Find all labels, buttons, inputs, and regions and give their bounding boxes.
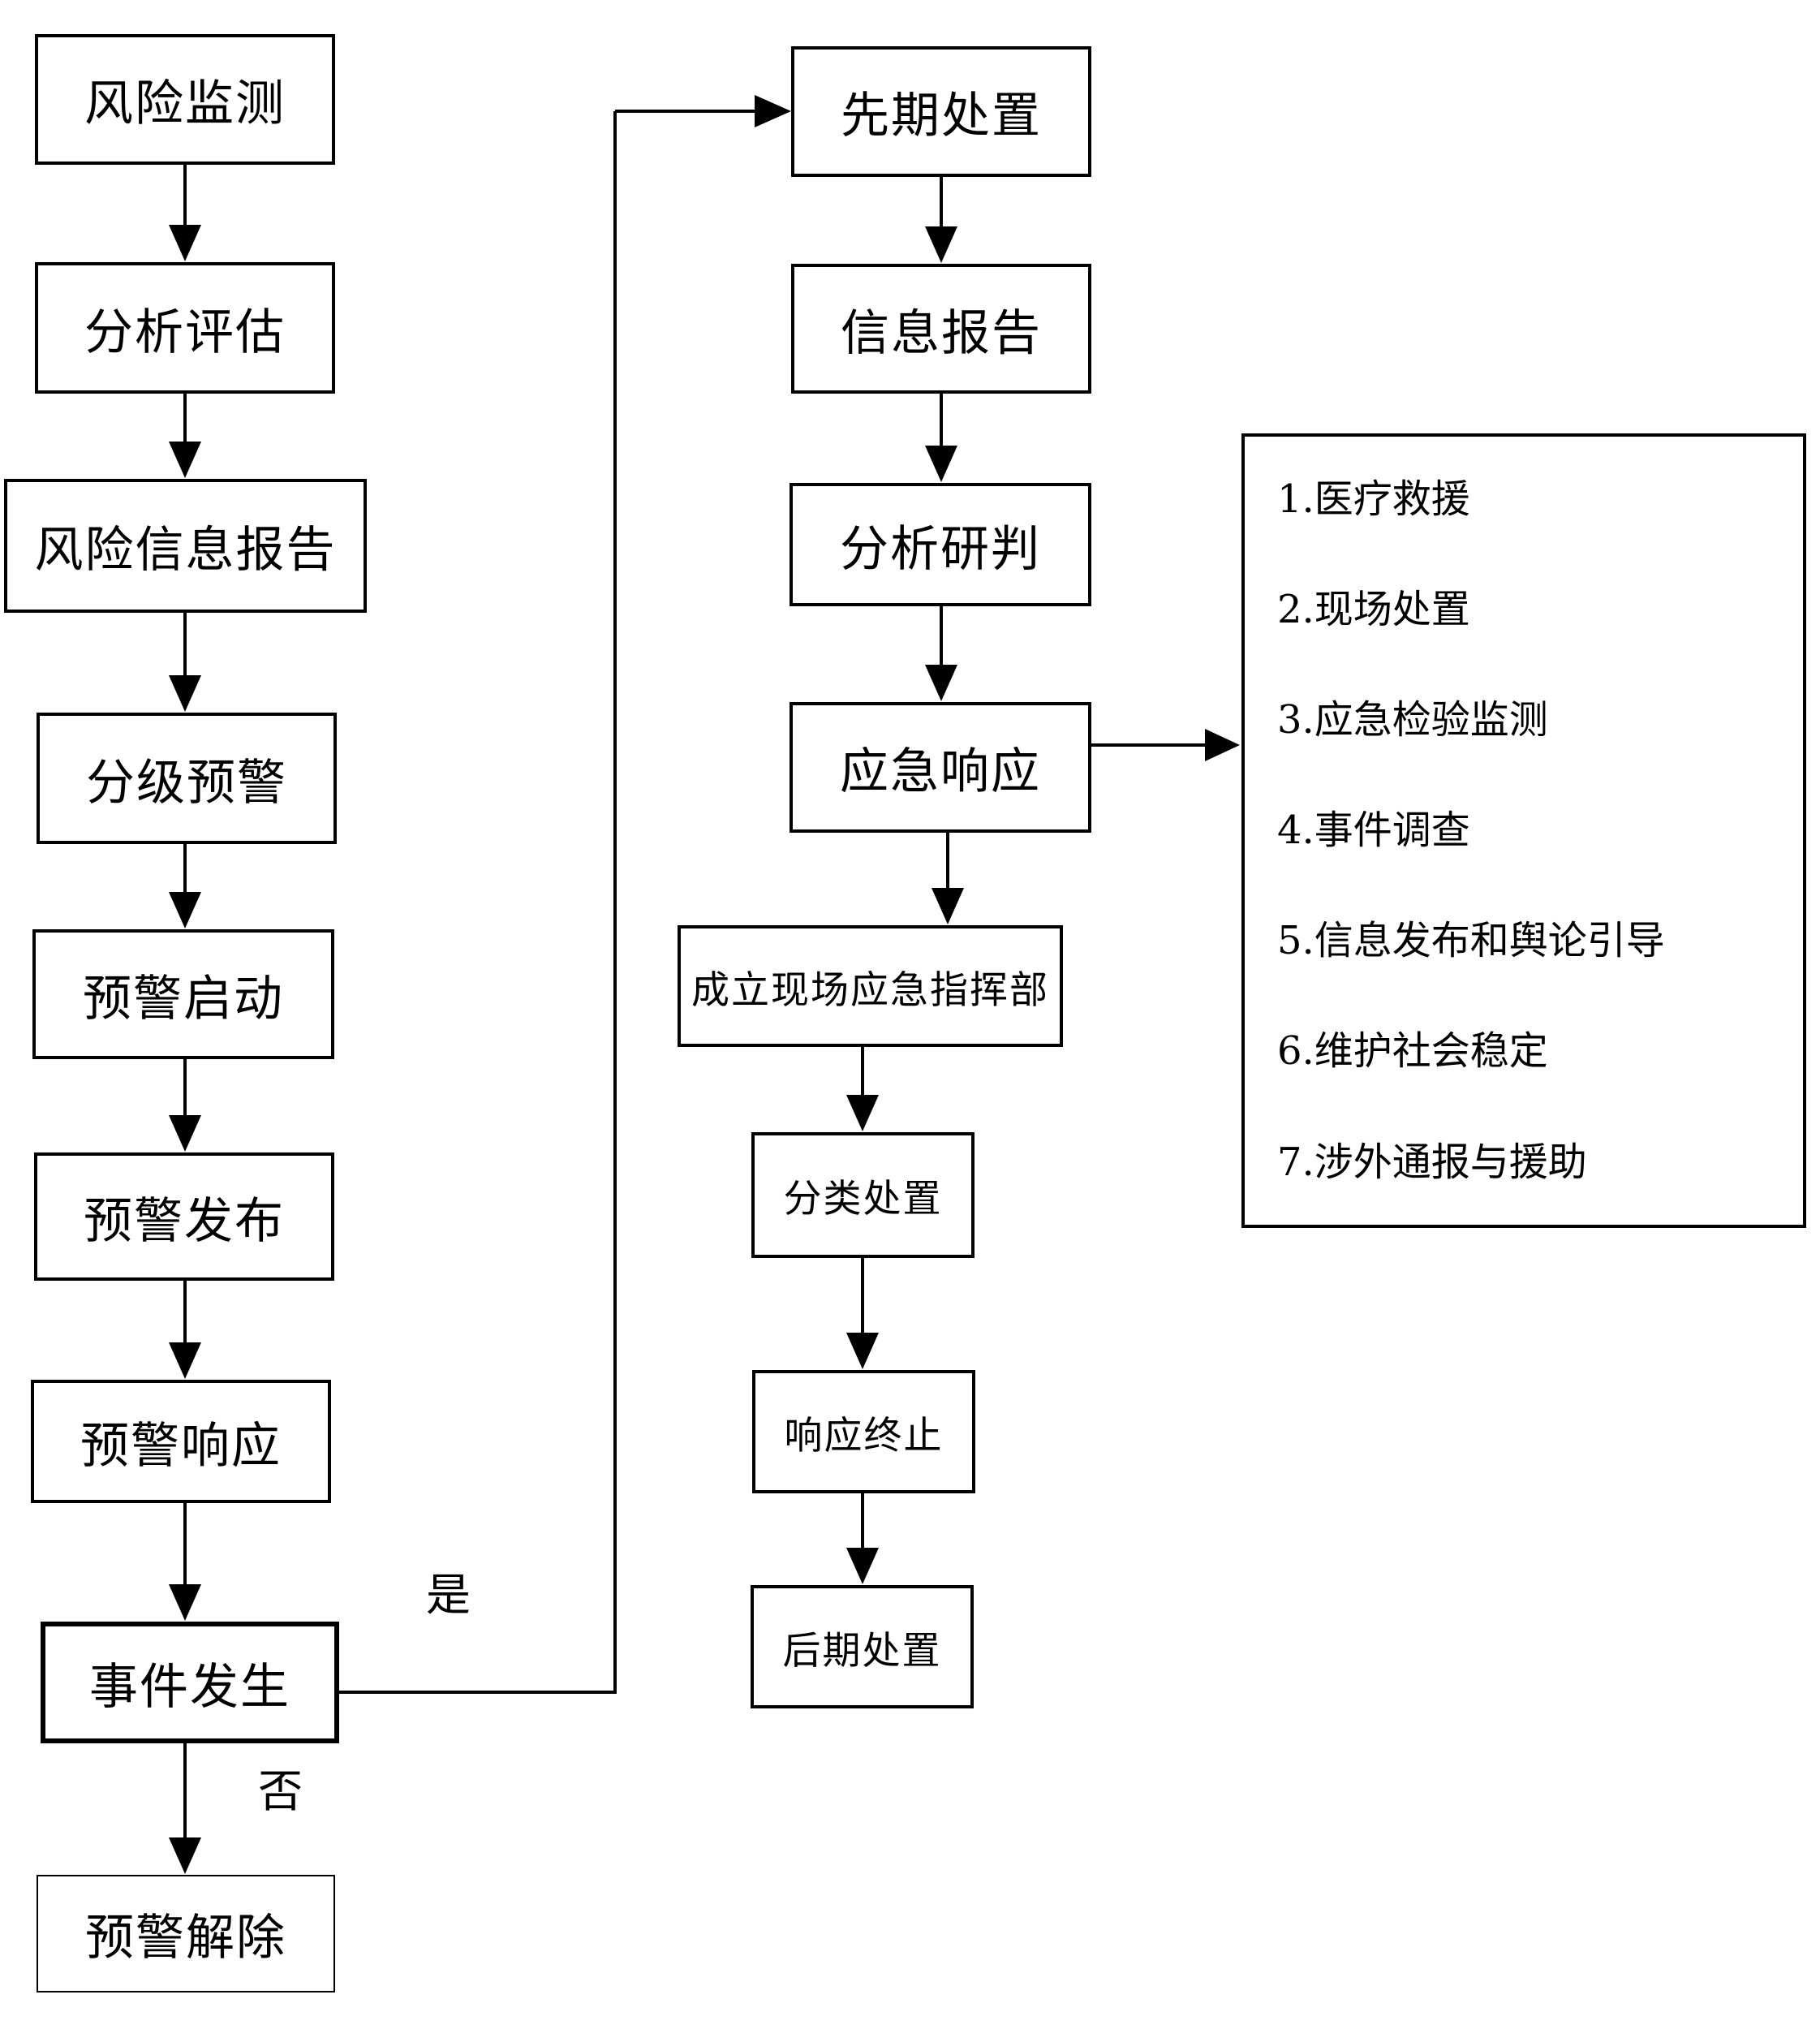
arrow-info-report-to-analysis-judgment [925,394,957,482]
branch-label-yes: 是 [426,1569,471,1621]
node-risk-info-report: 风险信息报告 [4,479,367,613]
node-label: 事件发生 [89,1658,290,1716]
arrow-risk-monitoring-to-analysis [169,165,201,261]
node-warning-lift: 预警解除 [37,1875,335,1992]
node-event-occurrence: 事件发生 [41,1622,339,1743]
node-label: 预警启动 [83,970,284,1027]
arrow-risk-info-report-to-graded-warning [169,613,201,712]
task-item-onsite-disposal: 2.现场处置 [1277,587,1470,633]
node-warning-issue: 预警发布 [34,1152,334,1281]
node-label: 先期处置 [841,88,1042,144]
node-initial-disposal: 先期处置 [791,46,1091,177]
arrow-event-occurrence-to-warning-lift [169,1743,201,1874]
node-info-report: 信息报告 [791,264,1091,394]
node-label: 分析研判 [840,520,1041,578]
node-label: 预警解除 [85,1910,286,1967]
node-label: 风险监测 [84,75,286,132]
arrow-emergency-response-to-onsite-command [932,833,964,924]
branch-label-no: 否 [258,1765,303,1817]
node-graded-warning: 分级预警 [37,713,337,844]
node-later-disposal: 后期处置 [751,1585,974,1708]
node-analysis-evaluation: 分析评估 [35,262,335,394]
arrow-onsite-command-to-classified-disposal [846,1047,879,1131]
task-item-emergency-testing: 3.应急检验监测 [1277,697,1548,743]
task-list-panel: 1.医疗救援 2.现场处置 3.应急检验监测 4.事件调查 5.信息发布和舆论引… [1241,433,1806,1228]
task-item-medical-rescue: 1.医疗救援 [1277,476,1470,522]
arrow-warning-activation-to-warning-issue [169,1059,201,1152]
task-item-foreign-notification: 7.涉外通报与援助 [1277,1139,1587,1185]
node-emergency-response: 应急响应 [790,702,1091,833]
node-label: 预警发布 [84,1192,285,1250]
node-warning-response: 预警响应 [31,1380,331,1503]
node-risk-monitoring: 风险监测 [35,34,335,165]
arrow-analysis-to-risk-info-report [169,394,201,478]
node-label: 后期处置 [782,1628,942,1674]
node-response-termination: 响应终止 [752,1370,975,1493]
arrow-emergency-response-to-task-panel [1091,729,1240,761]
node-label: 信息报告 [841,304,1042,362]
node-label: 应急响应 [840,743,1041,800]
node-label: 分类处置 [783,1177,943,1221]
node-label: 响应终止 [784,1413,944,1458]
arrow-warning-issue-to-warning-response [169,1281,201,1379]
node-label: 预警响应 [80,1417,282,1475]
arrow-analysis-judgment-to-emergency-response [925,606,957,701]
arrow-classified-disposal-to-response-termination [846,1258,879,1369]
node-classified-disposal: 分类处置 [751,1132,975,1258]
node-label: 风险信息报告 [34,522,337,579]
arrow-response-termination-to-later-disposal [846,1493,879,1584]
node-warning-activation: 预警启动 [32,929,334,1059]
task-item-info-release: 5.信息发布和舆论引导 [1277,918,1665,964]
node-analysis-judgment: 分析研判 [790,483,1091,606]
arrow-warning-response-to-event-occurrence [169,1503,201,1621]
node-label: 分析评估 [84,304,286,361]
node-label: 成立现场应急指挥部 [691,967,1049,1013]
arrow-initial-disposal-to-info-report [925,177,957,263]
node-onsite-command: 成立现场应急指挥部 [678,925,1063,1047]
arrow-graded-warning-to-warning-activation [169,844,201,928]
arrow-event-occurrence-yes-to-initial-disposal [339,95,791,1694]
task-item-social-stability: 6.维护社会稳定 [1277,1028,1548,1075]
task-item-event-investigation: 4.事件调查 [1277,808,1470,854]
node-label: 分级预警 [86,754,287,812]
